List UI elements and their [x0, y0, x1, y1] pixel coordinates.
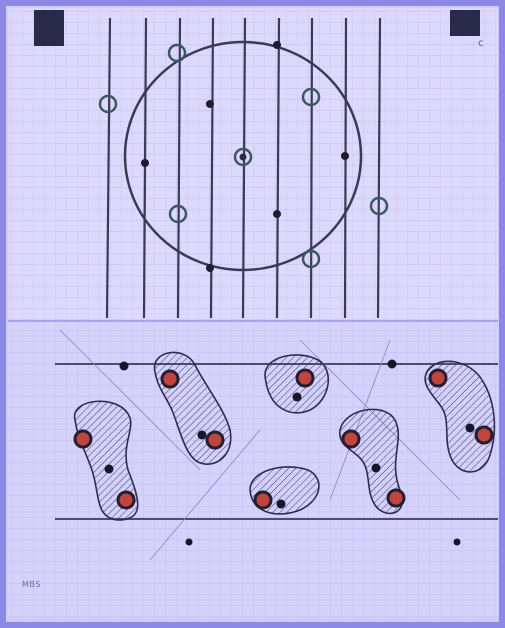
upper-sheet: c — [8, 8, 498, 320]
tape-right — [450, 10, 480, 36]
signature-initials: MBS — [22, 580, 41, 589]
lower-sheet — [8, 321, 498, 618]
tape-left — [34, 10, 64, 46]
svg-text:c: c — [478, 38, 484, 49]
